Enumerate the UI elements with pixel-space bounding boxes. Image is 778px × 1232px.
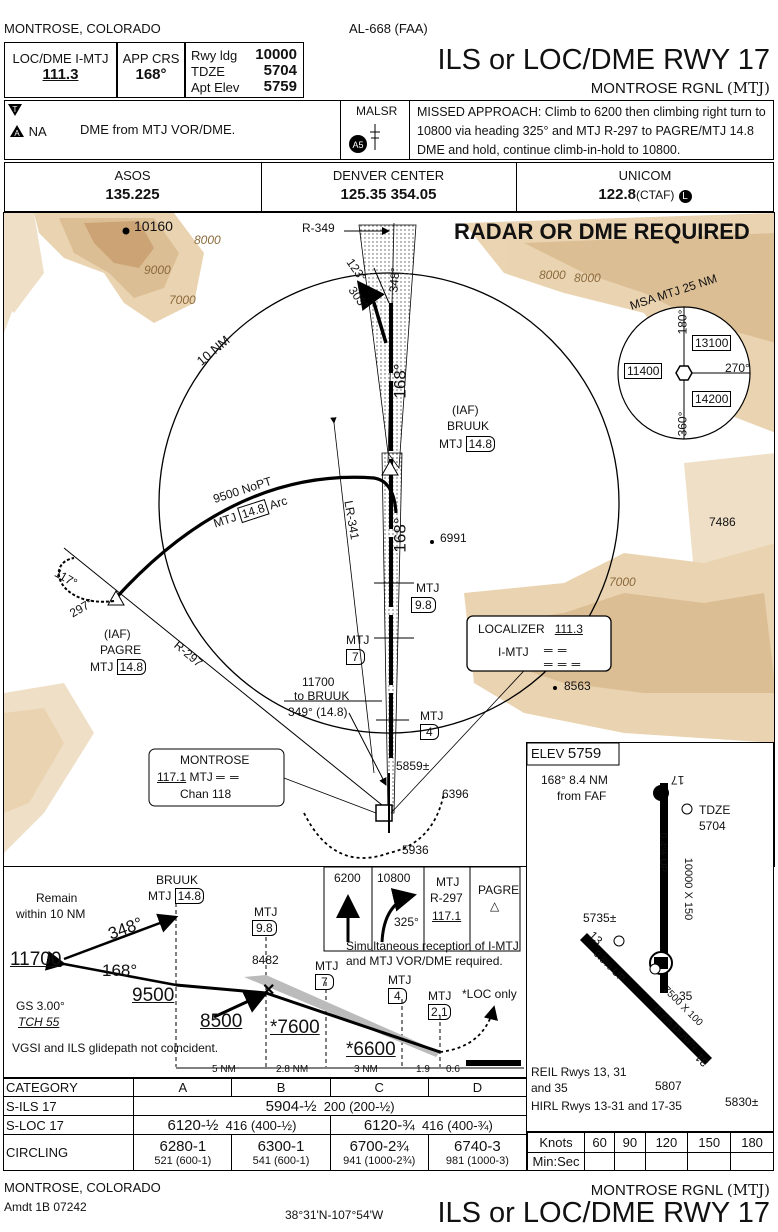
center-label: DENVER CENTER: [332, 168, 445, 183]
svg-text:A5: A5: [352, 140, 363, 150]
malsr-icon: A5: [347, 120, 387, 161]
r297-radial: [63, 547, 383, 806]
r349-label: R-349: [302, 221, 335, 235]
amendment: Amdt 1B 07242: [4, 1200, 87, 1214]
radar-required-note: RADAR OR DME REQUIRED: [454, 219, 750, 244]
final-course-label-2: 168°: [390, 517, 410, 553]
asos-freq: 135.225: [105, 186, 160, 203]
altitude-11700: 11700: [10, 949, 62, 970]
asos-label: ASOS: [114, 168, 151, 183]
loc-freq: 111.3: [42, 66, 79, 83]
unicom-freq: 122.8(CTAF) L: [516, 186, 774, 203]
bruuk-fix: BRUUK: [447, 419, 490, 433]
profile-view: ✕ BRUUK MTJ 14.8 Remain within 10 NM 348…: [3, 866, 527, 1078]
localizer-label: LOCALIZER 111.3: [478, 622, 583, 636]
alternate-minimums-icon: A: [10, 125, 24, 138]
missed-approach-text: MISSED APPROACH: Climb to 6200 then clim…: [417, 105, 766, 157]
svg-text:T: T: [13, 105, 18, 114]
vor-name: MONTROSE: [180, 753, 250, 767]
runway-13-31: [580, 933, 712, 1065]
airport-diagram: ELEV 5759 168° 8.4 NM from FAF 17 TDZE 5…: [526, 742, 774, 1132]
final-course-label-1: 168°: [390, 363, 410, 399]
dme-note: DME from MTJ VOR/DME.: [80, 122, 236, 137]
simultaneous-reception-note: Simultaneous reception of I-MTJ and MTJ …: [346, 939, 519, 968]
pagre-triangle-icon: △: [490, 899, 500, 913]
pilot-controlled-lighting-icon: L: [678, 190, 692, 203]
vgsi-note: VGSI and ILS glidepath not coincident.: [12, 1041, 219, 1055]
svg-text:A: A: [14, 129, 20, 138]
app-crs-box: APP CRS 168°: [117, 42, 185, 98]
svg-text:✕: ✕: [262, 982, 275, 999]
altitude-9500: 9500: [132, 985, 175, 1006]
airport-name: MONTROSE RGNL (MTJ): [590, 79, 770, 97]
take-off-minimums-icon: T: [7, 103, 23, 122]
runway-17-35: [660, 783, 668, 993]
loc-box: LOC/DME I-MTJ 111.3: [4, 42, 117, 98]
header-location: MONTROSE, COLORADO: [4, 21, 161, 36]
rwy-data-box: Rwy ldg 10000 TDZE 5704 Apt Elev 5759: [185, 42, 304, 98]
altitude-6600: *6600: [346, 1039, 396, 1060]
comms-strip: [4, 162, 774, 212]
plan-view: RADAR OR DME REQUIRED 10160 8000 9000 70…: [3, 212, 775, 867]
pagre-fix: PAGRE: [100, 643, 142, 657]
peak-elevation: 10160: [134, 218, 173, 234]
airport-coordinates: 38°31'N-107°54'W: [285, 1208, 384, 1222]
approach-lighting: MALSR: [356, 104, 398, 118]
footer-title: ILS or LOC/DME RWY 17: [437, 1197, 770, 1229]
dme-arc: [114, 475, 398, 600]
altitude-8500: 8500: [200, 1011, 243, 1032]
unicom-label: UNICOM: [618, 168, 672, 183]
localizer-course: [358, 224, 417, 470]
notes-strip: [4, 100, 774, 160]
chart-id: AL-668 (FAA): [349, 21, 428, 36]
morse-code-icon: ═ ══ ═ ═: [544, 643, 582, 671]
localizer-id: I-MTJ: [498, 645, 529, 659]
alternate-na: A NA: [9, 124, 47, 139]
time-table: Knots 60 90 120 150 180 Min:Sec: [527, 1132, 774, 1171]
procedure-title: ILS or LOC/DME RWY 17: [437, 44, 770, 76]
center-freq: 125.35 354.05: [340, 186, 437, 203]
footer-location: MONTROSE, COLORADO: [4, 1180, 161, 1195]
minimums-table: CATEGORY A B C D S-ILS 17 5904-½ 200 (20…: [2, 1078, 528, 1171]
footer-airport: MONTROSE RGNL (MTJ): [590, 1181, 770, 1199]
altitude-7600: *7600: [270, 1017, 320, 1038]
